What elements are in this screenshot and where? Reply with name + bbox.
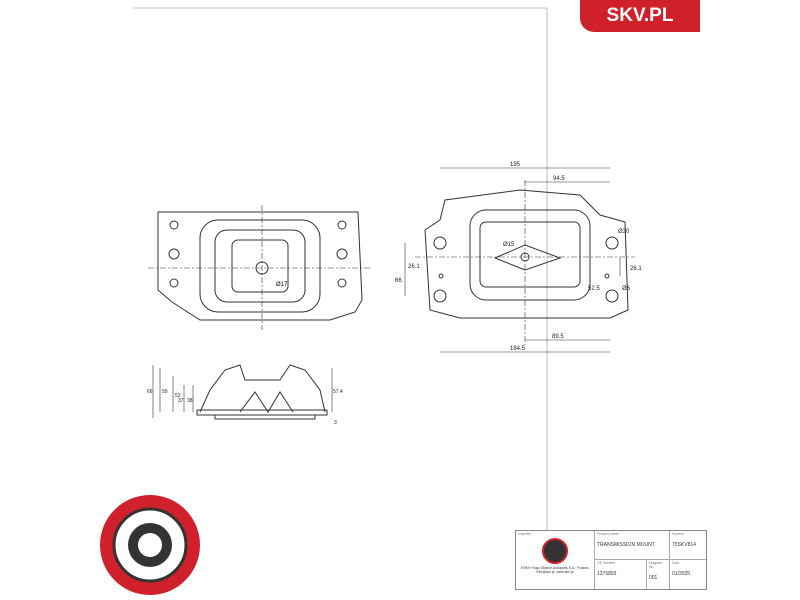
dim-38: 38 bbox=[187, 398, 193, 404]
logo-text: SKV.PL bbox=[606, 5, 674, 26]
dim-d6: Ø6 bbox=[622, 286, 631, 292]
dim-57-4: 57.4 bbox=[333, 389, 343, 395]
dim-d15: Ø15 bbox=[503, 242, 515, 248]
oe-cell: OE Number 1376893 bbox=[594, 560, 646, 589]
side-view bbox=[152, 364, 333, 420]
dim-37: 37 bbox=[178, 398, 184, 404]
dim-top-diameter: Ø17 bbox=[276, 282, 288, 288]
diagram-label: Diagram No bbox=[649, 561, 663, 569]
symbol-value: 75SKV814 bbox=[672, 542, 696, 548]
importer-logo bbox=[542, 538, 568, 564]
product-label: Product name bbox=[597, 532, 619, 536]
skv-seal bbox=[100, 495, 200, 595]
dim-94-5: 94.5 bbox=[553, 176, 565, 182]
dim-52-5: 52.5 bbox=[588, 286, 600, 292]
importer-cell: Importer ESKV Hugo Gliwice Autoparts S.A… bbox=[516, 531, 594, 589]
dim-89-5: 89.5 bbox=[552, 334, 564, 340]
dim-195: 195 bbox=[510, 162, 521, 168]
dim-d30: Ø30 bbox=[618, 229, 630, 235]
dim-26-1-right: 26.1 bbox=[630, 266, 642, 272]
date-label: Date bbox=[672, 561, 680, 565]
date-value: 01/2025 bbox=[672, 571, 691, 577]
oe-value: 1376893 bbox=[597, 571, 617, 577]
dim-26-1-left: 26.1 bbox=[408, 264, 420, 270]
title-block: Importer ESKV Hugo Gliwice Autoparts S.A… bbox=[515, 530, 707, 590]
dim-184-5: 184.5 bbox=[510, 346, 526, 352]
symbol-label: Symbol bbox=[672, 532, 684, 536]
diagram-value: 001 bbox=[649, 575, 658, 581]
dim-3: 3 bbox=[334, 420, 337, 426]
brand-logo: SKV.PL bbox=[580, 0, 700, 32]
dim-66: 66 bbox=[395, 278, 402, 284]
dim-66-side: 66 bbox=[147, 389, 153, 395]
oe-label: OE Number bbox=[597, 561, 616, 565]
importer-text: ESKV Hugo Gliwice Autoparts S.A.; Poland… bbox=[520, 566, 590, 574]
product-cell: Product name TRANSMISSION MOUNT bbox=[594, 531, 669, 560]
dim-52: 52 bbox=[175, 393, 181, 399]
top-view bbox=[148, 205, 372, 330]
dim-59: 59 bbox=[162, 389, 168, 395]
product-name: TRANSMISSION MOUNT bbox=[597, 542, 655, 548]
diagram-cell: Diagram No 001 bbox=[646, 560, 669, 589]
symbol-cell: Symbol 75SKV814 bbox=[669, 531, 706, 560]
date-cell: Date 01/2025 bbox=[669, 560, 706, 589]
front-view bbox=[404, 167, 635, 353]
importer-label: Importer bbox=[518, 532, 532, 536]
